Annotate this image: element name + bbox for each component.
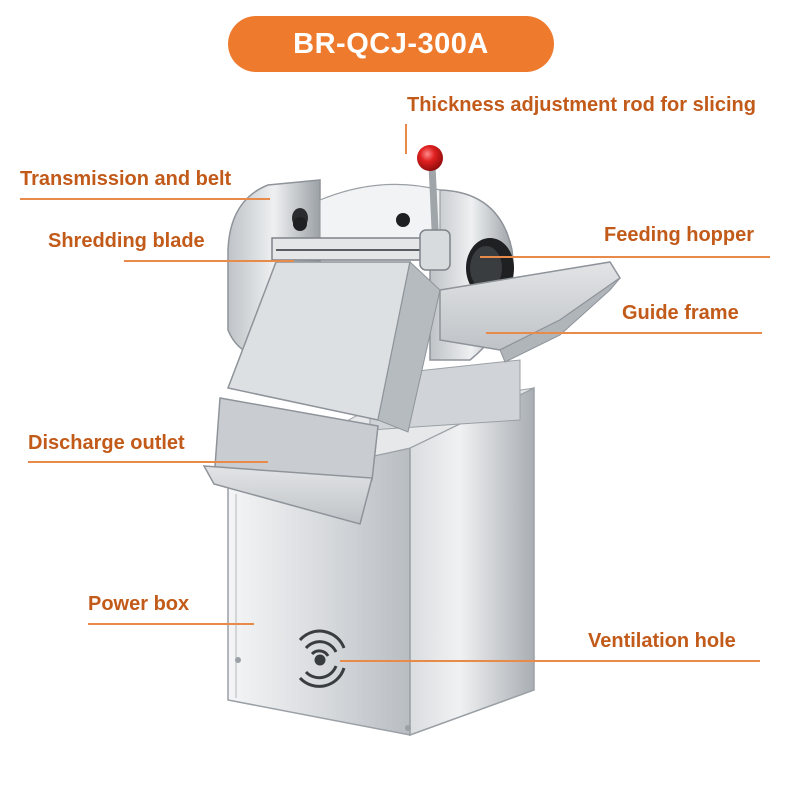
thickness-adjustment-rod <box>417 145 451 271</box>
ventilation-hole <box>298 629 346 688</box>
guide-frame <box>439 261 622 363</box>
label-transmission: Transmission and belt <box>20 168 232 190</box>
label-thickness-rod: Thickness adjustment rod for slicing <box>407 94 756 116</box>
discharge-outlet <box>202 397 379 525</box>
label-ventilation-hole: Ventilation hole <box>588 630 736 652</box>
label-power-box: Power box <box>88 593 190 615</box>
model-title-badge: BR-QCJ-300A <box>228 16 554 72</box>
leader-thickness-rod <box>405 124 407 154</box>
leader-ventilation-hole <box>340 660 760 662</box>
leader-guide-frame <box>486 332 762 334</box>
shredding-blade <box>271 213 445 261</box>
leader-transmission <box>20 198 270 200</box>
leader-shredding-blade <box>124 260 294 262</box>
label-discharge-outlet: Discharge outlet <box>28 432 185 454</box>
label-shredding-blade: Shredding blade <box>48 230 205 252</box>
leader-feeding-hopper <box>480 256 770 258</box>
label-feeding-hopper: Feeding hopper <box>604 224 754 246</box>
leader-power-box <box>88 623 254 625</box>
label-guide-frame: Guide frame <box>622 302 739 324</box>
leader-discharge-outlet <box>28 461 268 463</box>
